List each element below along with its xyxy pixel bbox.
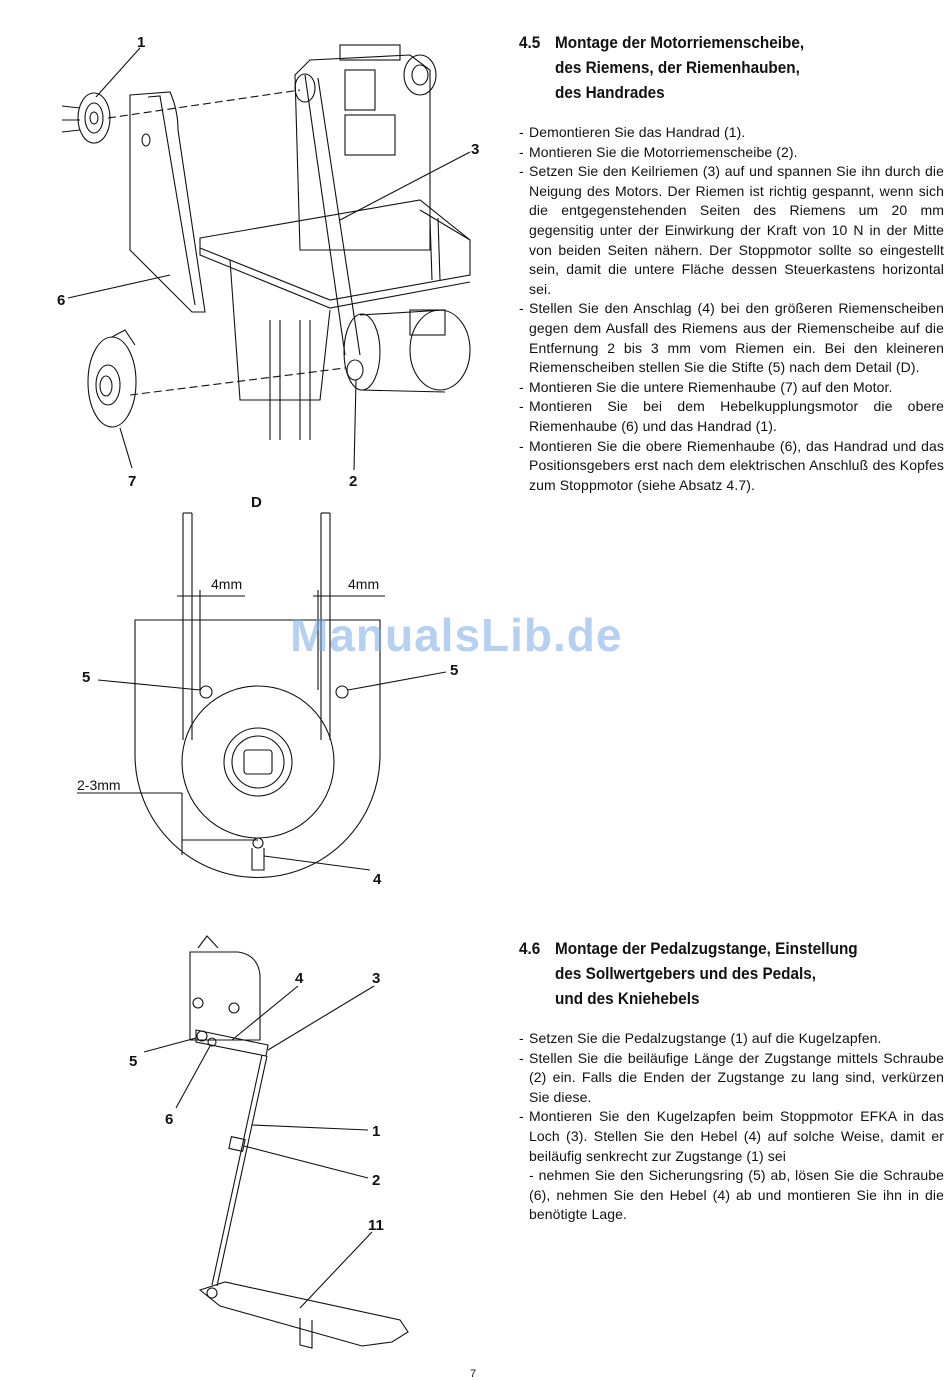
watermark: ManualsLib.de bbox=[290, 609, 623, 661]
pedal-callout-1: 1 bbox=[372, 1123, 380, 1140]
detail-d-drawing bbox=[77, 512, 447, 879]
dim-4mm-left: 4mm bbox=[211, 576, 242, 592]
heading-line: des Sollwertgebers und des Pedals, bbox=[555, 964, 817, 983]
heading-line: des Handrades bbox=[555, 83, 665, 102]
pedal-linkage-drawing bbox=[143, 935, 409, 1349]
callout-7: 7 bbox=[128, 473, 136, 490]
list-item: Montieren Sie die Motorriemenscheibe (2)… bbox=[519, 143, 944, 163]
section-4-5: 4.5 Montage der Motorriemenscheibe, des … bbox=[519, 30, 944, 495]
list-item-text: Montieren Sie den Kugelzapfen beim Stopp… bbox=[529, 1108, 944, 1164]
list-item: Montieren Sie die obere Riemenhaube (6),… bbox=[519, 437, 944, 496]
callout-4: 4 bbox=[373, 871, 382, 888]
pedal-callout-11: 11 bbox=[368, 1217, 384, 1234]
list-item: Montieren Sie bei dem Hebelkupplungsmoto… bbox=[519, 397, 944, 436]
section-number: 4.6 bbox=[519, 939, 541, 958]
pedal-callout-3: 3 bbox=[372, 970, 380, 987]
heading-line: Montage der Pedalzugstange, Einstellung bbox=[555, 939, 858, 958]
machine-assembly-drawing bbox=[61, 44, 471, 471]
detail-title: D bbox=[251, 494, 262, 511]
instruction-list: Setzen Sie die Pedalzugstange (1) auf di… bbox=[519, 1029, 944, 1225]
callout-1: 1 bbox=[137, 34, 145, 51]
dim-2-3mm: 2-3mm bbox=[77, 777, 121, 793]
list-item: Stellen Sie die beiläufige Länge der Zug… bbox=[519, 1049, 944, 1108]
section-4-6: 4.6 Montage der Pedalzugstange, Einstell… bbox=[519, 936, 944, 1225]
section-4-5-heading: 4.5 Montage der Motorriemenscheibe, des … bbox=[519, 30, 902, 105]
pedal-callout-5: 5 bbox=[129, 1053, 137, 1070]
list-item: Setzen Sie den Keilriemen (3) auf und sp… bbox=[519, 162, 944, 299]
section-number: 4.5 bbox=[519, 33, 541, 52]
section-4-6-heading: 4.6 Montage der Pedalzugstange, Einstell… bbox=[519, 936, 902, 1011]
instruction-list: Demontieren Sie das Handrad (1). Montier… bbox=[519, 123, 944, 495]
callout-5-left: 5 bbox=[82, 669, 90, 686]
pedal-callout-2: 2 bbox=[372, 1172, 380, 1189]
list-item: Montieren Sie den Kugelzapfen beim Stopp… bbox=[519, 1107, 944, 1225]
list-item: Stellen Sie den Anschlag (4) bei den grö… bbox=[519, 299, 944, 377]
callout-6: 6 bbox=[57, 292, 65, 309]
heading-line: Montage der Motorriemenscheibe, bbox=[555, 33, 805, 52]
callout-3: 3 bbox=[471, 141, 479, 158]
callout-5-right: 5 bbox=[450, 662, 458, 679]
callout-2: 2 bbox=[349, 473, 357, 490]
dim-4mm-right: 4mm bbox=[348, 576, 379, 592]
list-item: Montieren Sie die untere Riemenhaube (7)… bbox=[519, 378, 944, 398]
sub-item: - nehmen Sie den Sicherungsring (5) ab, … bbox=[529, 1167, 944, 1223]
heading-line: und des Kniehebels bbox=[555, 989, 700, 1008]
pedal-callout-4: 4 bbox=[295, 970, 304, 987]
pedal-callout-6: 6 bbox=[165, 1111, 173, 1128]
list-item: Demontieren Sie das Handrad (1). bbox=[519, 123, 944, 143]
list-item: Setzen Sie die Pedalzugstange (1) auf di… bbox=[519, 1029, 944, 1049]
page-number: 7 bbox=[470, 1368, 477, 1380]
heading-line: des Riemens, der Riemenhauben, bbox=[555, 58, 800, 77]
